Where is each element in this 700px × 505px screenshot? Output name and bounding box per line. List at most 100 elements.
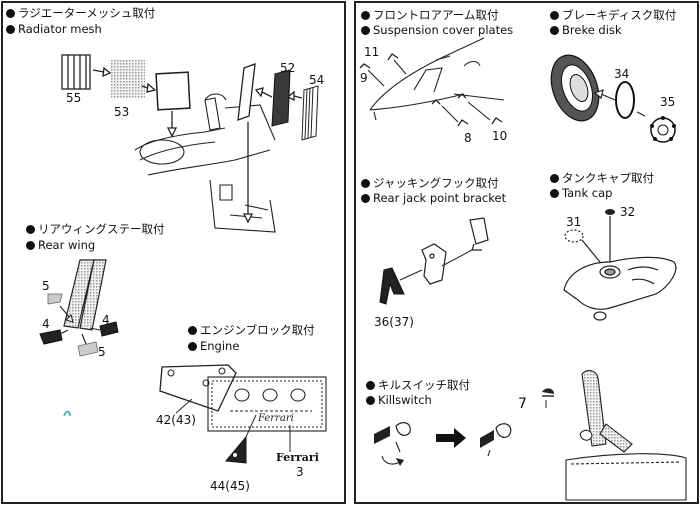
arrow-icon [92, 66, 112, 78]
suspension-title-jp: フロントロアアーム取付 [361, 8, 498, 22]
car-sidepod-outline [134, 93, 276, 233]
killswitch-mount-diagram [565, 369, 687, 501]
part-55-mesh-strip [61, 54, 91, 90]
part-number-44-45: 44(45) [210, 479, 250, 493]
bullet-icon [26, 225, 35, 234]
rotate-arrow-icon [381, 455, 401, 465]
bullet-icon [6, 25, 15, 34]
radiator-diagram [61, 54, 319, 233]
part-number-4-right: 4 [102, 313, 110, 327]
radiator-plate [155, 71, 191, 111]
bullet-icon [550, 189, 559, 198]
part-number-11: 11 [364, 45, 380, 59]
bullet-icon [26, 241, 35, 250]
rear-wing-title-jp: リアウィングステー取付 [26, 222, 165, 236]
bullet-icon [188, 326, 197, 335]
bolt-hole-icon [233, 453, 237, 457]
wing-stay-plates [63, 259, 107, 331]
part-8-bracket [431, 99, 469, 127]
bolt-hole-icon [167, 369, 175, 377]
part-5-bracket-upper [47, 293, 63, 305]
engine-ferrari-embossed: Ferrari [257, 413, 294, 424]
bullet-icon [361, 179, 370, 188]
leader-line [175, 398, 193, 414]
part-34-ring [615, 81, 635, 119]
part-number-10: 10 [492, 129, 508, 143]
bullet-icon [361, 11, 370, 20]
bullet-icon [550, 11, 559, 20]
arrow-icon [286, 90, 303, 102]
part-4-plate-left [39, 329, 63, 345]
part-number-34: 34 [614, 67, 630, 81]
part-11-bracket [387, 53, 399, 61]
engine-title-en: Engine [188, 339, 239, 353]
jack-title-jp: ジャッキングフック取付 [361, 176, 499, 190]
killswitch-part-step2 [480, 423, 512, 457]
part-number-5-lower: 5 [98, 345, 106, 359]
part-number-3: 3 [296, 465, 304, 479]
part-number-42-43: 42(43) [156, 413, 196, 427]
part-52-side-plate [237, 63, 256, 121]
part-number-8: 8 [464, 131, 472, 145]
part-53-mesh [111, 60, 145, 98]
brake-title-jp: ブレーキディスク取付 [550, 8, 676, 22]
killswitch-title-jp: キルスイッチ取付 [366, 378, 470, 392]
bullet-icon [361, 194, 370, 203]
engine-block [207, 376, 327, 432]
jack-bracket-right [469, 217, 489, 251]
part-3-ferrari-logo: Ferrari [276, 451, 319, 464]
part-number-7: 7 [518, 396, 527, 412]
engine-diagram: Ferrari Ferrari [159, 364, 327, 464]
brake-disc [550, 54, 600, 122]
part-number-55: 55 [66, 91, 82, 105]
radiator-title-en: Radiator mesh [6, 22, 102, 36]
tank-title-jp: タンクキャプ取付 [550, 171, 654, 185]
car-nose-outline [369, 37, 505, 121]
small-mark-icon [63, 410, 71, 417]
bullet-icon [550, 26, 559, 35]
rotate-arrow-icon [396, 458, 404, 466]
part-35-center-plate [650, 116, 676, 143]
bullet-icon [361, 26, 370, 35]
bullet-icon [6, 9, 15, 18]
part-number-54: 54 [309, 73, 325, 87]
leader-line [399, 249, 473, 281]
arrow-icon [242, 122, 254, 224]
rear-wing-title-en: Rear wing [26, 238, 95, 252]
tank-diagram [563, 209, 677, 321]
bullet-icon [550, 174, 559, 183]
rear-wing-diagram [39, 259, 119, 417]
part-36-bracket [379, 267, 405, 305]
radiator-title-jp: ラジエーターメッシュ取付 [6, 6, 155, 20]
part-52-mesh [271, 69, 291, 127]
fuel-tank [563, 256, 677, 321]
jack-bracket-middle [421, 243, 447, 285]
arrow-icon [367, 59, 491, 123]
suspension-diagram [359, 37, 505, 127]
part-number-32: 32 [620, 205, 636, 219]
arrow-icon [254, 87, 273, 98]
arrow-icon [593, 89, 646, 117]
tank-title-en: Tank cap [550, 186, 612, 200]
jack-diagram [379, 217, 489, 305]
jack-title-en: Rear jack point bracket [361, 191, 506, 205]
part-5-bracket-lower [77, 341, 99, 357]
part-number-52: 52 [280, 61, 296, 75]
bullet-icon [366, 396, 375, 405]
part-number-36-37: 36(37) [374, 315, 414, 329]
part-9-bracket [359, 63, 371, 69]
right-panel [354, 1, 699, 504]
part-number-31: 31 [566, 215, 582, 229]
part-54-mesh-strip [301, 85, 319, 141]
bullet-icon [188, 342, 197, 351]
killswitch-title-en: Killswitch [366, 393, 432, 407]
suspension-title-en: Suspension cover plates [361, 23, 513, 37]
part-10-bracket [457, 93, 503, 125]
bolt-hole-icon [218, 367, 226, 375]
part-number-9: 9 [360, 71, 368, 85]
leader-line [245, 414, 257, 438]
bolt-hole-icon [202, 379, 210, 387]
arrow-icon [141, 82, 157, 93]
part-number-35: 35 [660, 95, 676, 109]
part-44-triangle [225, 435, 247, 464]
